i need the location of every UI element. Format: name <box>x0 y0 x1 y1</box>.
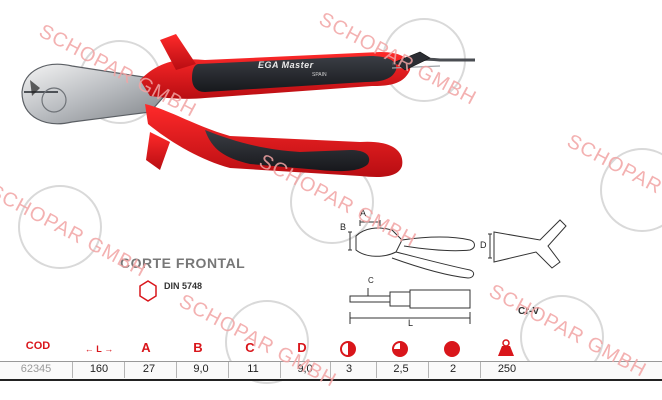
header-d: D <box>297 340 307 355</box>
dim-label-l: L <box>408 318 414 328</box>
din-standard: DIN 5748 <box>164 281 203 291</box>
header-cod: COD <box>25 340 51 352</box>
value-a: 27 <box>142 363 156 375</box>
value-length: 160 <box>89 363 109 375</box>
weight-icon <box>498 339 514 356</box>
value-d: 9,0 <box>297 363 313 375</box>
divider <box>330 362 331 378</box>
divider <box>428 362 429 378</box>
value-medium-wire: 2,5 <box>393 363 409 375</box>
hard-wire-icon <box>444 341 460 357</box>
value-b: 9,0 <box>193 363 209 375</box>
dim-label-a: A <box>360 208 367 218</box>
product-name: CORTE FRONTAL <box>120 255 246 271</box>
value-soft-wire: 3 <box>345 363 353 375</box>
dim-label-b: B <box>340 222 347 232</box>
watermark-circle <box>18 185 102 269</box>
value-c: 11 <box>247 363 259 375</box>
soft-wire-icon <box>340 341 356 357</box>
divider <box>124 362 125 378</box>
material-label: Cr-V <box>518 306 540 317</box>
header-length: ← L → <box>84 344 114 354</box>
divider <box>480 362 481 378</box>
divider <box>72 362 73 378</box>
length-arrow-icon: ← <box>84 344 97 354</box>
brand-origin: SPAIN <box>312 72 327 78</box>
medium-wire-icon <box>392 341 408 357</box>
divider <box>280 362 281 378</box>
divider <box>228 362 229 378</box>
length-arrow-icon: → <box>101 344 114 354</box>
dim-label-c: C <box>368 276 374 285</box>
divider <box>176 362 177 378</box>
divider <box>376 362 377 378</box>
spec-row <box>0 361 662 381</box>
header-a: A <box>141 340 151 355</box>
dim-label-d: D <box>480 240 487 250</box>
value-cod: 62345 <box>20 363 52 375</box>
header-b: B <box>193 340 203 355</box>
value-weight: 250 <box>497 363 517 375</box>
watermark-circle <box>225 300 309 384</box>
header-c: C <box>245 340 255 355</box>
value-hard-wire: 2 <box>449 363 457 375</box>
brand-logo: EGA Master <box>258 60 314 70</box>
